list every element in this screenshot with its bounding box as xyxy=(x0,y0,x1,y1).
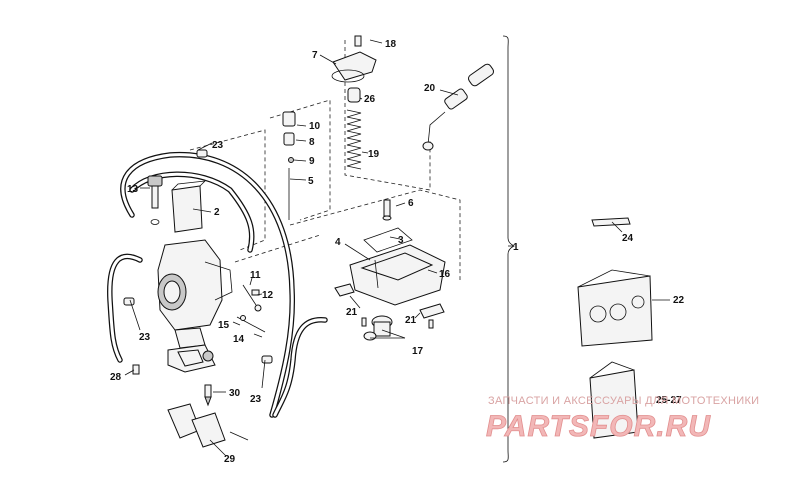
float-bowl xyxy=(167,344,216,373)
callout-5: 5 xyxy=(308,176,314,187)
callout-10: 10 xyxy=(309,121,321,132)
repair-kit-bag-25-27 xyxy=(589,361,639,439)
idle-screw xyxy=(147,175,163,225)
callout-14: 14 xyxy=(233,334,245,345)
callout-22: 22 xyxy=(673,295,685,306)
callout-7: 7 xyxy=(312,50,318,61)
callout-4: 4 xyxy=(335,237,341,248)
repair-kit-bag-22 xyxy=(577,269,653,347)
callout-28: 28 xyxy=(110,372,122,383)
callout-11: 11 xyxy=(250,270,261,281)
callout-13: 13 xyxy=(127,184,139,195)
watermark-logo: PARTSFOR.RU xyxy=(486,410,711,443)
callout-12: 12 xyxy=(262,290,274,301)
leader-lines xyxy=(124,39,670,457)
drain-screw xyxy=(132,364,140,375)
callout-30: 30 xyxy=(229,388,241,399)
gasket-3 xyxy=(363,227,413,253)
throttle-slide xyxy=(171,180,207,233)
assembly-dash-lines xyxy=(189,40,461,280)
float-chamber-cover xyxy=(349,244,446,306)
float xyxy=(167,403,249,448)
callout-9: 9 xyxy=(309,156,315,167)
callout-21-left: 21 xyxy=(346,307,358,318)
callout-1: 1 xyxy=(513,242,519,253)
brackets-21 xyxy=(334,283,445,329)
needle-assembly xyxy=(282,111,296,220)
callout-25-27: 25-27 xyxy=(656,395,682,406)
callout-23-left: 23 xyxy=(139,332,151,343)
carburetor-body xyxy=(157,239,233,349)
screw-6 xyxy=(382,199,392,221)
callout-23-top: 23 xyxy=(212,140,224,151)
callout-labels: 1 2 3 4 5 6 7 8 9 10 11 12 13 14 15 16 1… xyxy=(110,39,685,465)
callout-23-bottom: 23 xyxy=(250,394,262,405)
callout-26: 26 xyxy=(364,94,376,105)
callout-3: 3 xyxy=(398,235,404,246)
callout-16: 16 xyxy=(439,269,451,280)
adjust-screws xyxy=(236,284,266,333)
needle-valve xyxy=(204,384,212,407)
callout-15: 15 xyxy=(218,320,230,331)
callout-6: 6 xyxy=(408,198,414,209)
jets-17 xyxy=(363,315,393,341)
callout-17: 17 xyxy=(412,346,424,357)
watermark: ЗАПЧАСТИ И АКСЕССУАРЫ ДЛЯ МОТОТЕХНИКИ PA… xyxy=(486,395,759,443)
callout-29: 29 xyxy=(224,454,236,465)
watermark-tagline: ЗАПЧАСТИ И АКСЕССУАРЫ ДЛЯ МОТОТЕХНИКИ xyxy=(488,395,759,407)
slide-spring xyxy=(346,87,362,170)
part-24-clip xyxy=(591,217,631,227)
callout-21-right: 21 xyxy=(405,315,417,326)
callout-2: 2 xyxy=(214,207,220,218)
throttle-cable-fitting xyxy=(422,63,495,151)
callout-24: 24 xyxy=(622,233,634,244)
callout-20: 20 xyxy=(424,83,436,94)
callout-8: 8 xyxy=(309,137,315,148)
callout-19: 19 xyxy=(368,149,380,160)
carburetor-top-cap xyxy=(331,35,377,83)
callout-18: 18 xyxy=(385,39,397,50)
